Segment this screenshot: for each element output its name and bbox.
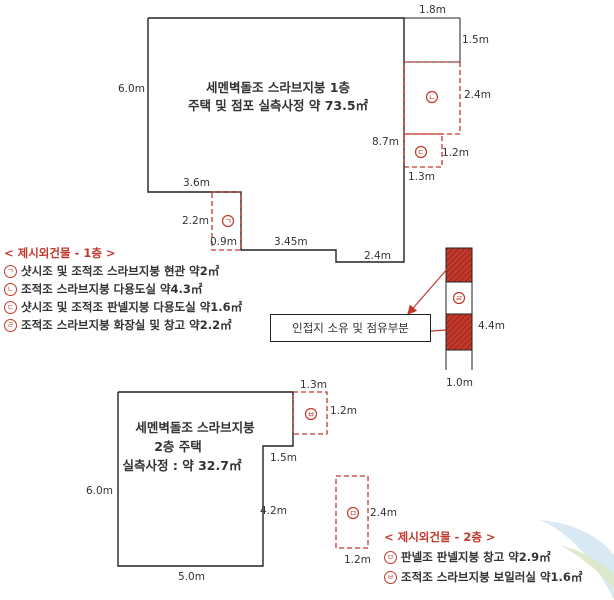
annex-e-outline <box>335 475 369 549</box>
svg-text:ㅂ: ㅂ <box>307 410 314 419</box>
legend-item: ㄱ 샷시조 및 조적조 스라브지붕 현관 약2㎡ <box>4 262 242 280</box>
dim-2-4-bottom: 2.4m <box>364 250 391 262</box>
dim-1-2-lower: 1.2m <box>330 405 357 417</box>
legend-item-text: 샷시조 및 조적조 판넬지붕 다용도실 약1.6㎡ <box>21 300 243 314</box>
annex-a-outline <box>211 191 242 251</box>
svg-text:ㄹ: ㄹ <box>455 294 462 303</box>
mark-f-icon: ㅂ <box>384 570 397 584</box>
dim-6-0-top: 6.0m <box>118 83 145 95</box>
dim-5-0: 5.0m <box>178 571 205 583</box>
legend-item: ㄹ 조적조 스라브지붕 화장실 및 창고 약2.2㎡ <box>4 316 242 334</box>
legend-floor1: < 제시외건물 - 1층 > ㄱ 샷시조 및 조적조 스라브지붕 현관 약2㎡ ㄴ… <box>4 244 242 334</box>
dim-2-4-lower: 2.4m <box>370 507 397 519</box>
dim-4-4: 4.4m <box>478 320 505 332</box>
marker-f: ㅂ <box>304 407 318 421</box>
neighbor-block-top <box>445 247 473 283</box>
marker-a: ㄱ <box>221 214 235 228</box>
neighbor-arrow-1 <box>407 267 449 315</box>
dim-0-9: 0.9m <box>210 236 237 248</box>
dim-1-3-right: 1.3m <box>408 171 435 183</box>
building1-title-line1: 세멘벽돌조 스라브지붕 1층 <box>206 80 350 95</box>
legend-item-text: 조적조 스라브지붕 보일러실 약1.6㎡ <box>401 570 583 584</box>
dim-3-45: 3.45m <box>274 236 308 248</box>
legend-floor2-header: < 제시외건물 - 2층 > <box>384 530 496 544</box>
dim-2-2: 2.2m <box>182 215 209 227</box>
neighbor-block-bottom <box>445 313 473 351</box>
dim-1-5-lower: 1.5m <box>270 452 297 464</box>
marker-b: ㄴ <box>425 90 439 104</box>
dim-1-3-lower: 1.3m <box>300 379 327 391</box>
dim-1-5-top: 1.5m <box>462 34 489 46</box>
dim-6-0-lower: 6.0m <box>86 485 113 497</box>
mark-b-icon: ㄴ <box>4 282 17 296</box>
svg-text:ㅁ: ㅁ <box>349 509 356 518</box>
mark-d-icon: ㄹ <box>4 318 17 332</box>
legend-item-text: 판넬조 판넬지붕 창고 약2.9㎡ <box>401 550 551 564</box>
marker-c: ㄷ <box>414 145 428 159</box>
neighbor-label-box: 인접지 소유 및 점유부분 <box>270 314 431 342</box>
building2-title-line2: 2층 주택 <box>154 439 202 454</box>
decor-swoosh-blue <box>540 520 614 600</box>
legend-floor1-header: < 제시외건물 - 1층 > <box>4 246 116 260</box>
svg-text:ㄷ: ㄷ <box>417 148 424 157</box>
dim-8-7: 8.7m <box>372 136 399 148</box>
mark-c-icon: ㄷ <box>4 300 17 314</box>
annex-f-outline <box>292 391 328 435</box>
decor-swoosh-green <box>560 545 614 590</box>
legend-item: ㅁ 판넬조 판넬지붕 창고 약2.9㎡ <box>384 547 582 567</box>
legend-item-text: 조적조 스라브지붕 다용도실 약4.3㎡ <box>21 282 203 296</box>
dim-3-6: 3.6m <box>183 177 210 189</box>
legend-floor2: < 제시외건물 - 2층 > ㅁ 판넬조 판넬지붕 창고 약2.9㎡ ㅂ 조적조 스… <box>384 527 582 587</box>
svg-text:ㄴ: ㄴ <box>428 93 435 102</box>
legend-item-text: 조적조 스라브지붕 화장실 및 창고 약2.2㎡ <box>21 318 232 332</box>
annex-c-outline <box>403 133 443 168</box>
dim-1-8: 1.8m <box>419 4 446 16</box>
building2-title-line3: 실측사정 : 약 32.7㎡ <box>123 458 242 473</box>
dim-2-4-right: 2.4m <box>464 89 491 101</box>
dim-1-0: 1.0m <box>446 377 473 389</box>
marker-e: ㅁ <box>346 506 360 520</box>
legend-item: ㄴ 조적조 스라브지붕 다용도실 약4.3㎡ <box>4 280 242 298</box>
mark-a-icon: ㄱ <box>4 264 17 278</box>
building1-title-line2: 주택 및 점포 실측사정 약 73.5㎡ <box>188 98 369 113</box>
building2-title-line1: 세멘벽돌조 스라브지붕 <box>135 420 255 435</box>
legend-item: ㄷ 샷시조 및 조적조 판넬지붕 다용도실 약1.6㎡ <box>4 298 242 316</box>
building2-outline <box>117 391 294 567</box>
svg-text:ㄱ: ㄱ <box>224 217 231 226</box>
dim-4-2: 4.2m <box>260 505 287 517</box>
dim-1-2-bottom: 1.2m <box>344 554 371 566</box>
legend-item-text: 샷시조 및 조적조 스라브지붕 현관 약2㎡ <box>21 264 220 278</box>
mark-e-icon: ㅁ <box>384 550 397 564</box>
dim-1-2-right: 1.2m <box>442 147 469 159</box>
neighbor-label: 인접지 소유 및 점유부분 <box>292 321 409 335</box>
marker-d: ㄹ <box>452 291 466 305</box>
legend-item: ㅂ 조적조 스라브지붕 보일러실 약1.6㎡ <box>384 567 582 587</box>
